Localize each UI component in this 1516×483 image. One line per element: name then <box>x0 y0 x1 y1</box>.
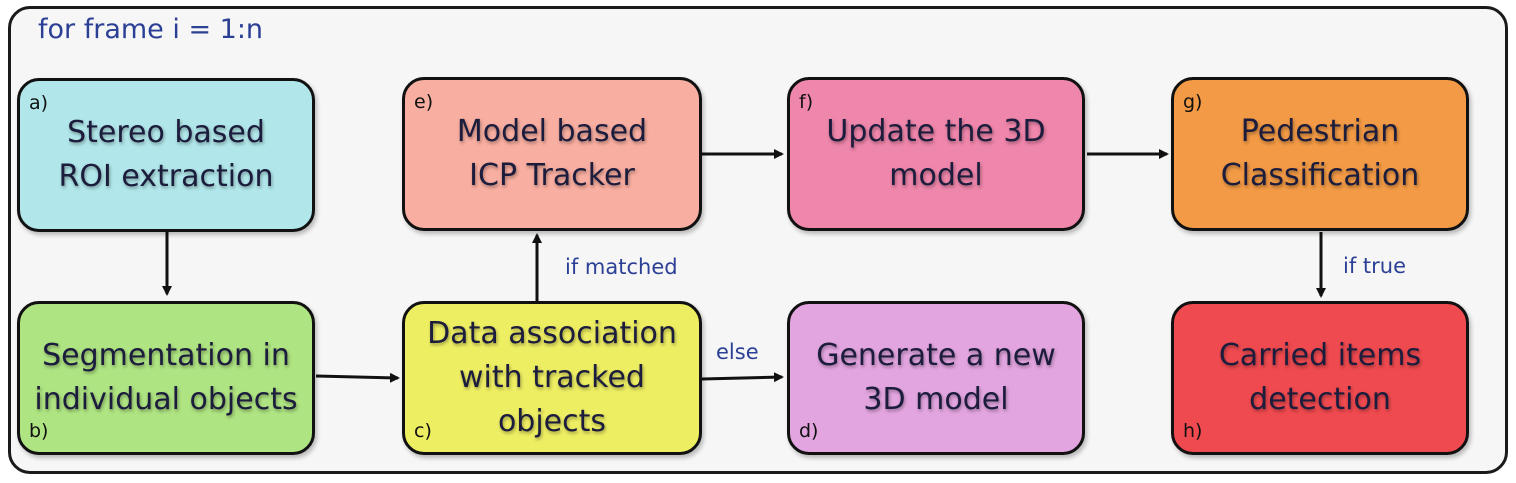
node-data-association: c) Data association with tracked objects <box>402 301 702 455</box>
edge-label-if-matched: if matched <box>565 255 678 279</box>
node-label: Data association with tracked objects <box>405 312 699 444</box>
node-label-line: ROI extraction <box>58 159 274 194</box>
node-carried-items-detection: h) Carried items detection <box>1171 301 1469 455</box>
node-label-line: with tracked <box>459 360 645 395</box>
node-label-line: Data association <box>427 316 677 351</box>
node-label: Update the 3D model <box>790 110 1082 198</box>
arrow-c-to-d <box>701 372 784 383</box>
node-label: Stereo based ROI extraction <box>20 111 312 199</box>
node-label-line: ICP Tracker <box>469 158 635 193</box>
node-tag: e) <box>414 91 434 113</box>
node-update-3d-model: f) Update the 3D model <box>787 77 1085 231</box>
node-generate-3d-model: d) Generate a new 3D model <box>787 301 1085 455</box>
node-tag: f) <box>799 91 814 113</box>
node-stereo-roi-extraction: a) Stereo based ROI extraction <box>17 78 315 232</box>
node-segmentation: b) Segmentation in individual objects <box>17 301 315 455</box>
node-tag: a) <box>29 92 49 114</box>
node-label: Carried items detection <box>1174 334 1466 422</box>
node-label: Generate a new 3D model <box>790 334 1082 422</box>
node-label-line: objects <box>497 404 607 439</box>
node-tag: g) <box>1183 91 1203 113</box>
node-label: Pedestrian Classification <box>1174 110 1466 198</box>
node-label-line: Generate a new <box>816 338 1056 373</box>
node-label-line: Stereo based <box>67 115 265 150</box>
node-label-line: Update the 3D <box>826 114 1046 149</box>
node-label-line: model <box>889 158 983 193</box>
edge-label-if-true: if true <box>1343 254 1406 278</box>
node-label-line: Classification <box>1220 158 1420 193</box>
node-label-line: detection <box>1249 382 1391 417</box>
arrow-b-to-c <box>315 372 400 383</box>
node-label-line: Carried items <box>1218 338 1422 373</box>
node-tag: c) <box>414 420 432 442</box>
node-label-line: individual objects <box>34 382 298 417</box>
loop-label: for frame i = 1:n <box>38 14 264 45</box>
node-label: Model based ICP Tracker <box>405 110 699 198</box>
node-pedestrian-classification: g) Pedestrian Classification <box>1171 77 1469 231</box>
node-tag: h) <box>1183 420 1203 442</box>
node-tag: b) <box>29 420 49 442</box>
node-label-line: Model based <box>456 114 648 149</box>
node-tag: d) <box>799 420 819 442</box>
node-label-line: Segmentation in <box>42 338 290 373</box>
node-label: Segmentation in individual objects <box>20 334 312 422</box>
edge-label-else: else <box>716 340 759 364</box>
node-label-line: 3D model <box>863 382 1009 417</box>
node-label-line: Pedestrian <box>1240 114 1400 149</box>
node-icp-tracker: e) Model based ICP Tracker <box>402 77 702 231</box>
